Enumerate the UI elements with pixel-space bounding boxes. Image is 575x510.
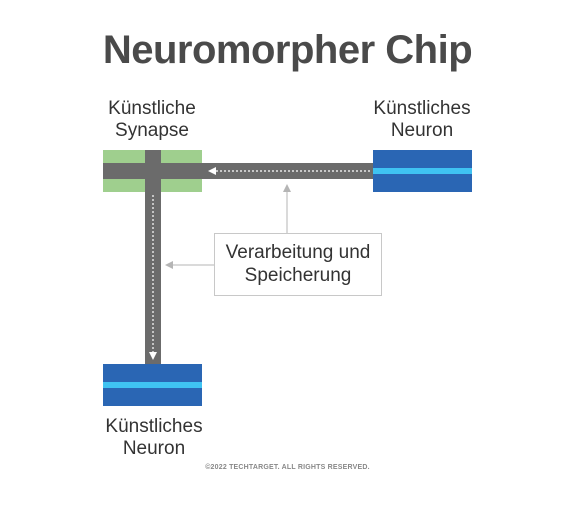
neuron-bottom-label: Künstliches Neuron	[80, 416, 228, 460]
neuron-bottom-stripe	[103, 382, 202, 388]
neuron-top-label-line-1: Künstliches	[373, 98, 471, 119]
neuron-bottom-label-line-2: Neuron	[122, 438, 186, 459]
synapse-label-line-1: Künstliche	[108, 98, 196, 119]
synapse-label-line-2: Synapse	[115, 120, 189, 141]
horizontal-channel	[103, 163, 375, 179]
processing-storage-box: Verarbeitung und Speicherung	[214, 233, 382, 296]
processing-label-line-1: Verarbeitung und	[225, 242, 371, 263]
vertical-channel	[145, 150, 161, 366]
synapse-label: Künstliche Synapse	[82, 98, 222, 142]
neuron-top-stripe	[373, 168, 472, 174]
copyright-notice: ©2022 TECHTARGET. ALL RIGHTS RESERVED.	[205, 464, 370, 471]
diagram-title: Neuromorpher Chip	[102, 28, 473, 72]
processing-label-line-2: Speicherung	[244, 265, 352, 286]
neuron-top-label-line-2: Neuron	[390, 120, 454, 141]
neuron-bottom-label-line-1: Künstliches	[105, 416, 203, 437]
neuron-top-label: Künstliches Neuron	[348, 98, 496, 142]
